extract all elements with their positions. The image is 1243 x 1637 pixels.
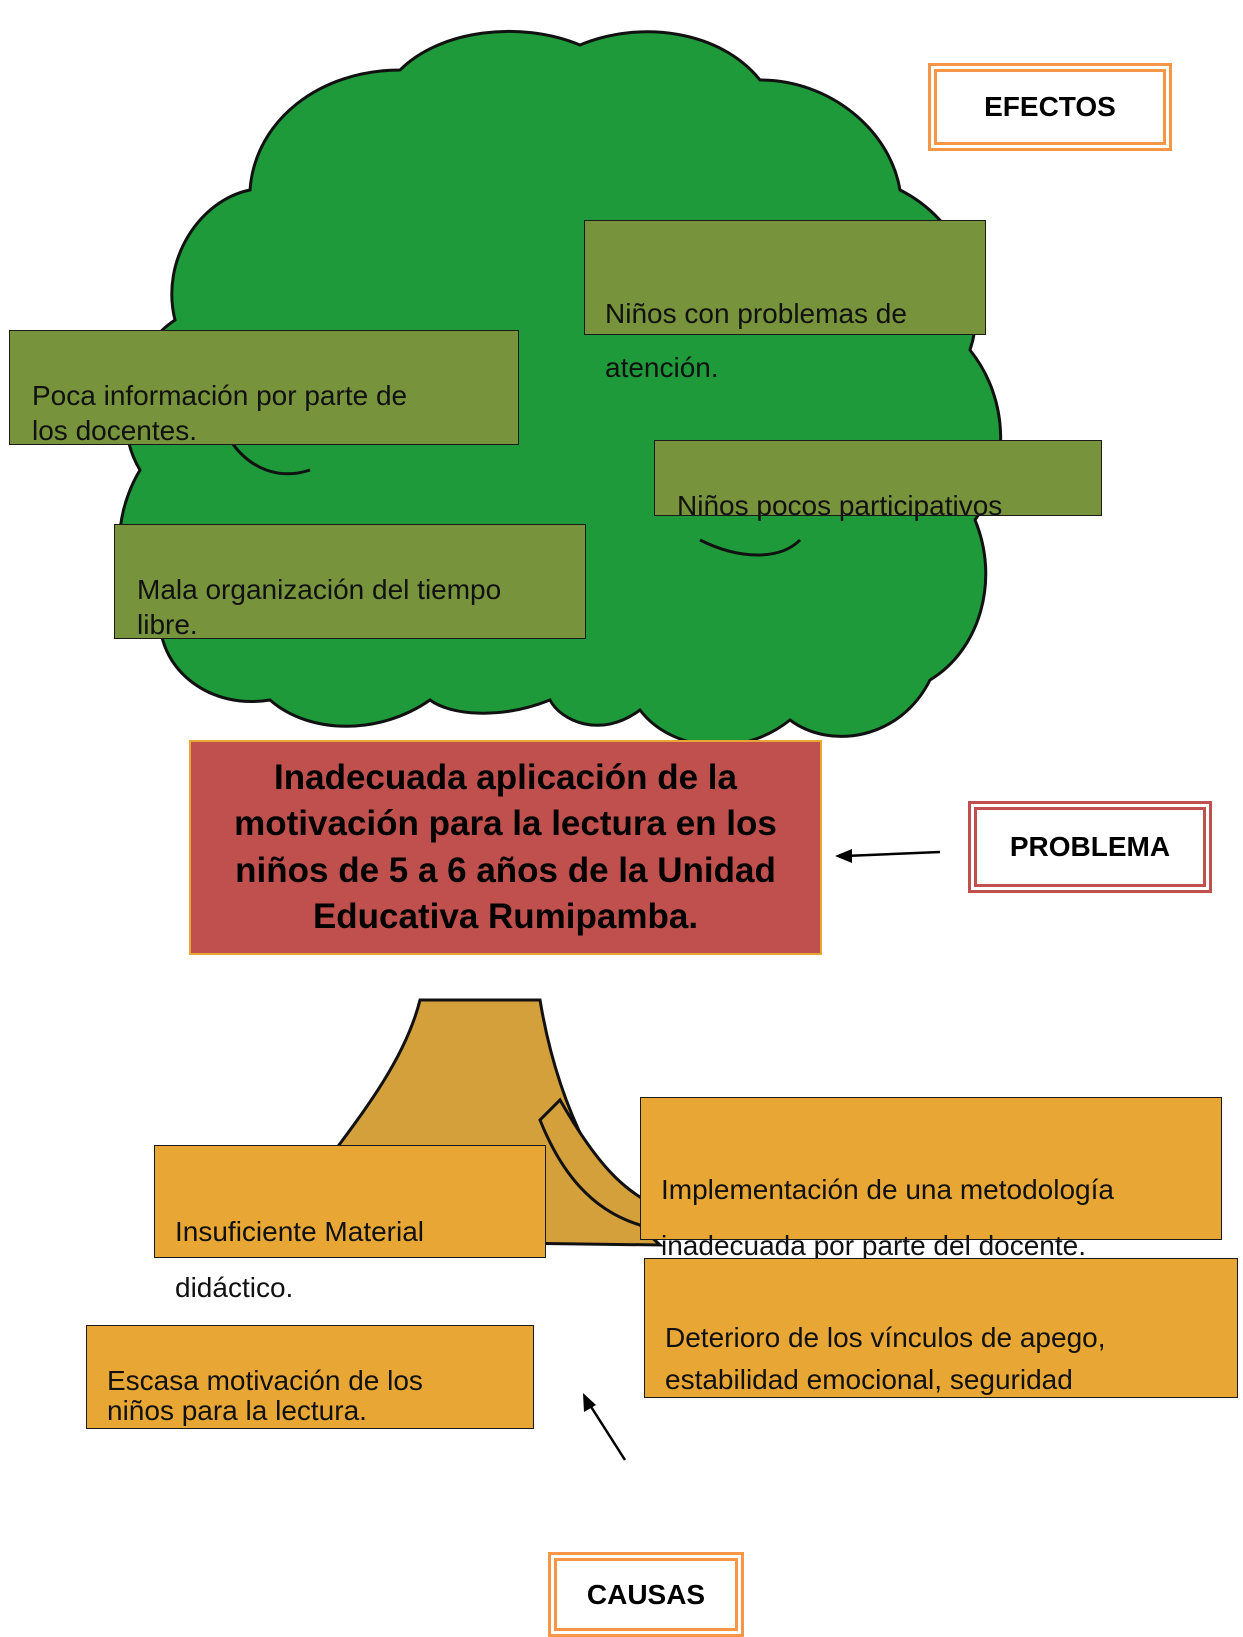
- cause-text: Insuficiente Material didáctico.: [175, 1216, 425, 1303]
- problema-label: PROBLEMA: [968, 801, 1212, 893]
- effect-box: Mala organización del tiempo libre.: [114, 524, 586, 640]
- problem-box: Inadecuada aplicación de la motivación p…: [189, 740, 822, 955]
- efectos-label-text: EFECTOS: [984, 91, 1116, 122]
- causas-label: CAUSAS: [548, 1552, 744, 1637]
- causes-arrow: [583, 1393, 627, 1461]
- cause-text: Deterioro de los vínculos de apego, esta…: [665, 1322, 1106, 1395]
- cause-box: Implementación de una metodología inadec…: [640, 1097, 1222, 1261]
- effect-text: Niños pocos participativos: [677, 490, 1003, 521]
- cause-text: Escasa motivación de los niños para la l…: [107, 1365, 423, 1426]
- problem-text: Inadecuada aplicación de la motivación p…: [234, 758, 777, 936]
- cause-box: Deterioro de los vínculos de apego, esta…: [644, 1258, 1238, 1398]
- cause-box: Escasa motivación de los niños para la l…: [86, 1325, 534, 1429]
- effect-box: Poca información por parte de los docent…: [9, 330, 519, 446]
- effect-box: Niños pocos participativos: [654, 440, 1102, 521]
- cause-text: Implementación de una metodología inadec…: [661, 1174, 1114, 1261]
- effect-box: Niños con problemas de atención.: [584, 220, 986, 383]
- effect-text: Niños con problemas de atención.: [605, 298, 907, 383]
- effect-text: Poca información por parte de los docent…: [32, 380, 408, 446]
- effect-text: Mala organización del tiempo libre.: [137, 574, 502, 640]
- problem-arrow: [835, 849, 941, 863]
- efectos-label: EFECTOS: [928, 63, 1172, 151]
- cause-box: Insuficiente Material didáctico.: [154, 1145, 546, 1303]
- causas-label-text: CAUSAS: [586, 1578, 706, 1610]
- problema-label-text: PROBLEMA: [1009, 831, 1171, 862]
